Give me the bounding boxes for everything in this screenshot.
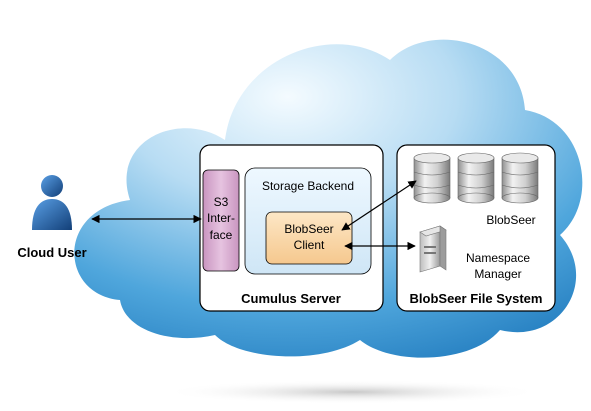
s3-interface: S3 Inter- face [202, 169, 240, 272]
cumulus-server-label: Cumulus Server [241, 291, 341, 306]
storage-backend-label: Storage Backend [262, 179, 354, 193]
blobseer-file-system: BlobSeer File System BlobSeer [396, 144, 556, 312]
server-icon [419, 225, 447, 273]
connections [91, 180, 417, 251]
blobseer-client-line-2: Client [294, 238, 325, 252]
blobseer-client: BlobSeer Client [265, 211, 353, 265]
s3-line-2: Inter- [207, 211, 235, 225]
database-icon [457, 152, 495, 204]
database-icon [413, 152, 451, 204]
blobseer-providers-label: BlobSeer [486, 213, 535, 227]
blobseer-client-line-1: BlobSeer [284, 222, 333, 236]
namespace-manager: Namespace Manager [419, 225, 530, 281]
blobseer-fs-label: BlobSeer File System [410, 291, 543, 306]
s3-line-3: face [210, 228, 233, 242]
namespace-manager-line-2: Manager [474, 267, 521, 281]
user-icon [32, 175, 72, 230]
namespace-manager-line-1: Namespace [466, 251, 530, 265]
cloud-shadow [162, 380, 542, 404]
database-icon [501, 152, 539, 204]
arrow-client-providers [341, 180, 417, 231]
cumulus-server: Cumulus Server S3 Inter- face Storage Ba… [199, 144, 384, 312]
cloud-user: Cloud User [17, 175, 87, 260]
blobseer-providers: BlobSeer [413, 152, 539, 227]
cloud-user-label: Cloud User [17, 245, 86, 260]
s3-line-1: S3 [214, 195, 229, 209]
